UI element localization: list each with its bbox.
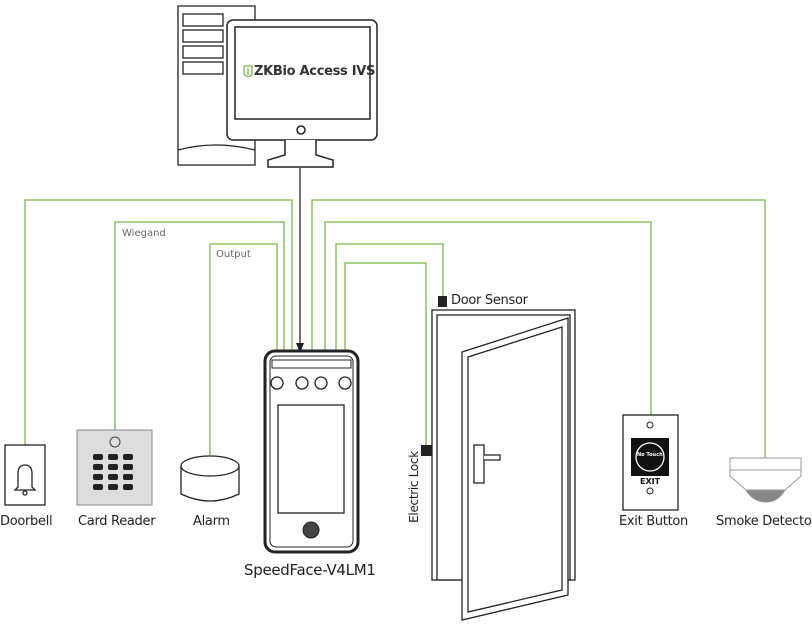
wire-exit-button [324, 221, 652, 415]
smoke-detector-label: Smoke Detector [716, 514, 812, 529]
wire-card-reader [114, 221, 285, 430]
wiegand-label: Wiegand [122, 228, 166, 239]
arrow-head-icon [296, 343, 304, 353]
door-sensor-label: Door Sensor [451, 293, 528, 308]
wire-doorbell [24, 199, 293, 445]
wire-alarm [209, 243, 278, 455]
alarm-label: Alarm [193, 514, 230, 529]
electric-lock-icon [421, 445, 432, 456]
wire-smoke-detector [311, 199, 766, 458]
exit-button-label: Exit Button [619, 514, 688, 529]
door-sensor-icon [438, 296, 447, 307]
alarm-icon [180, 455, 240, 502]
exit-text: EXIT [640, 477, 661, 486]
output-label: Output [216, 249, 251, 260]
shield-logo-icon [243, 65, 253, 78]
monitor-icon [226, 19, 378, 168]
wire-door-sensor [335, 243, 444, 352]
doorbell-icon [4, 444, 46, 506]
smoke-detector-icon [729, 457, 802, 503]
doorbell-label: Doorbell [0, 514, 53, 529]
card-reader-label: Card Reader [78, 514, 156, 529]
electric-lock-label: Electric Lock [406, 451, 421, 523]
door-icon [431, 309, 576, 621]
wire-electric-lock [344, 262, 427, 445]
software-logo-text: ZKBio Access IVS [254, 64, 376, 79]
wires [24, 199, 766, 458]
device-name-label: SpeedFace-V4LM1 [244, 561, 376, 579]
card-reader-icon [76, 429, 153, 506]
speedface-device-icon [263, 349, 360, 554]
no-touch-text: No Touch [637, 452, 663, 458]
exit-button-icon [622, 414, 679, 511]
